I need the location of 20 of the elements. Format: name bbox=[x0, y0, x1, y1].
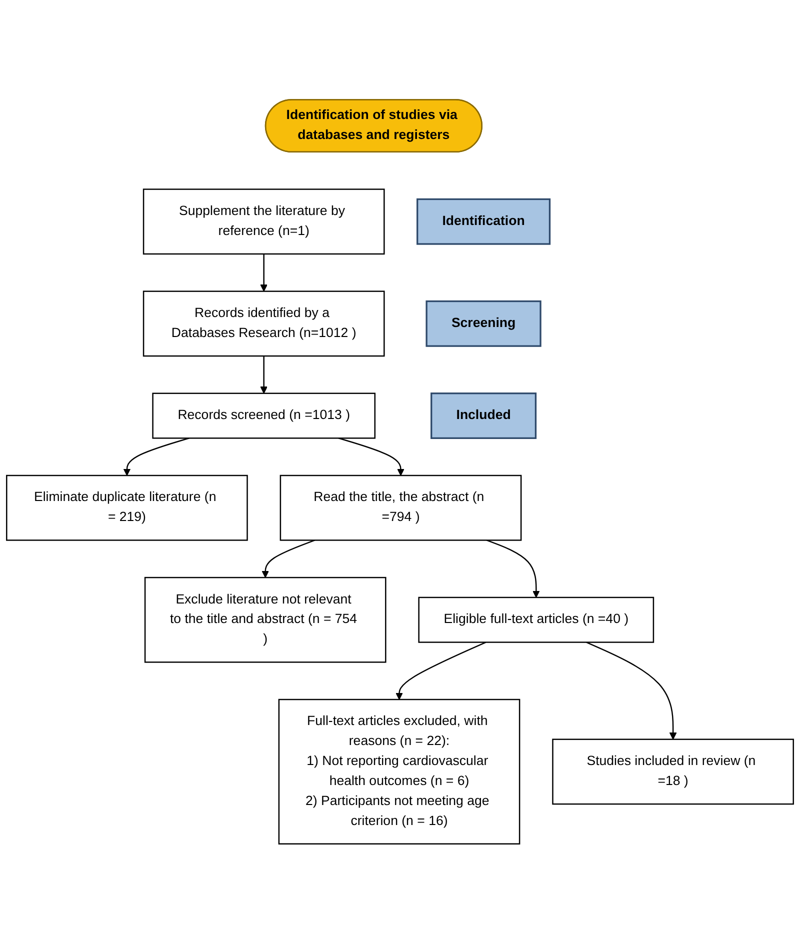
node-box: Records screened (n =1013 ) bbox=[152, 392, 376, 440]
node-box: Read the title, the abstract (n =794 ) bbox=[280, 475, 522, 542]
arrow bbox=[123, 438, 190, 476]
node-box: Exclude literature not relevant to the title and abstract (n = 754 ) bbox=[144, 577, 386, 664]
node-box: Full-text articles excluded, with reasons (n = 22): 1) Not reporting cardiovascular health outcomes (n = 6) 2) Participants not meeting age criterion (n = 16) bbox=[278, 699, 520, 845]
arrow bbox=[396, 642, 486, 700]
arrow bbox=[486, 540, 540, 598]
node-box: Included bbox=[430, 392, 537, 440]
arrow bbox=[586, 642, 677, 740]
node-box: Records identified by a Databases Research (n=1012 ) bbox=[142, 290, 385, 357]
node-box: Supplement the literature by reference (n=1) bbox=[142, 188, 385, 255]
node-box: Identification bbox=[416, 198, 551, 246]
arrow bbox=[338, 438, 404, 476]
node-box: Screening bbox=[426, 300, 542, 348]
node-box: Eliminate duplicate literature (n = 219) bbox=[6, 475, 248, 542]
node-box: Eligible full-text articles (n =40 ) bbox=[418, 597, 654, 644]
arrow bbox=[260, 356, 268, 394]
arrow bbox=[262, 540, 316, 578]
arrow bbox=[260, 254, 268, 292]
node-box: Studies included in review (n =18 ) bbox=[552, 738, 794, 805]
